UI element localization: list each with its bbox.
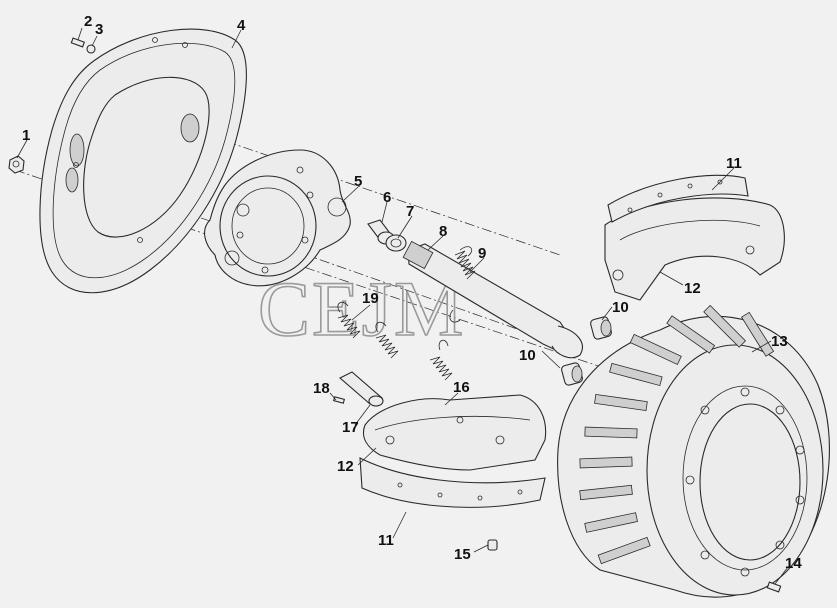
brake-shoe-lower-part-12 bbox=[362, 394, 547, 471]
screw-part-15 bbox=[487, 539, 498, 551]
roller-part-10-lower bbox=[561, 362, 583, 386]
callout-15: 15 bbox=[454, 546, 471, 563]
callout-4: 4 bbox=[237, 17, 246, 34]
watermark-text: CEJM bbox=[258, 265, 465, 352]
anchor-pin-part-17 bbox=[339, 371, 384, 407]
roller-part-10-upper bbox=[590, 316, 612, 340]
bolt-part-2 bbox=[70, 37, 86, 48]
brake-shoe-upper-part-12 bbox=[604, 197, 785, 301]
spring-part-19a bbox=[337, 301, 361, 339]
return-spring-part-9 bbox=[449, 246, 476, 323]
callout-6: 6 bbox=[383, 189, 391, 206]
callout-12-lower: 12 bbox=[337, 458, 354, 475]
callout-11-upper: 11 bbox=[726, 155, 742, 172]
callout-5: 5 bbox=[354, 173, 362, 190]
seal-ring-part-7 bbox=[385, 234, 407, 252]
callout-19: 19 bbox=[362, 290, 379, 307]
brake-lining-upper-part-11 bbox=[607, 174, 749, 223]
callout-16: 16 bbox=[453, 379, 470, 396]
nut-part-1 bbox=[8, 155, 25, 174]
callout-7: 7 bbox=[406, 203, 414, 220]
callout-3: 3 bbox=[95, 21, 103, 38]
s-camshaft-part-8 bbox=[402, 240, 583, 359]
drum-cooling-fins bbox=[579, 304, 775, 565]
washer-part-3 bbox=[86, 44, 96, 54]
callout-11-lower: 11 bbox=[378, 532, 394, 549]
spring-part-16 bbox=[429, 339, 453, 381]
callout-14: 14 bbox=[785, 555, 802, 572]
callout-10-upper: 10 bbox=[612, 299, 629, 316]
brake-spider-part-5 bbox=[204, 149, 351, 287]
callout-18: 18 bbox=[313, 380, 330, 397]
callout-labels: 1 2 3 4 5 6 7 8 9 19 10 10 11 12 13 16 1… bbox=[22, 13, 802, 572]
callout-17: 17 bbox=[342, 419, 359, 436]
brake-drum-part-13 bbox=[557, 304, 830, 598]
brake-lining-lower-part-11 bbox=[359, 457, 546, 508]
callout-leader-lines bbox=[16, 27, 789, 585]
callout-9: 9 bbox=[478, 245, 486, 262]
spring-part-19b bbox=[375, 321, 399, 359]
callout-10-lower: 10 bbox=[519, 347, 536, 364]
drum-bolt-holes bbox=[685, 387, 805, 577]
callout-8: 8 bbox=[439, 223, 447, 240]
callout-13: 13 bbox=[771, 333, 788, 350]
callout-1: 1 bbox=[22, 127, 30, 144]
screw-part-14 bbox=[766, 581, 782, 593]
callout-12-upper: 12 bbox=[684, 280, 701, 297]
clip-part-18 bbox=[332, 396, 346, 404]
dust-shield-plate bbox=[39, 28, 247, 294]
callout-2: 2 bbox=[84, 13, 92, 30]
